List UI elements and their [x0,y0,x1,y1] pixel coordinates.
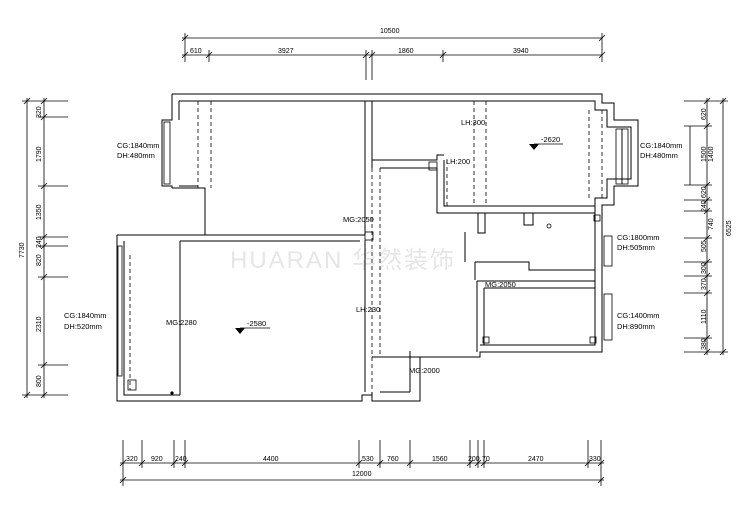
level-marker-icon [235,328,245,334]
window-5-dh: DH:890mm [617,322,655,331]
windows [117,121,629,377]
window-2-cg: CG:1840mm [640,141,683,150]
window-1-cg: CG:1840mm [117,141,160,150]
window-5-cg: CG:1400mm [617,311,660,320]
right-dim-9: 380 [701,338,708,350]
bottom-dim-1: 320 [126,456,138,463]
window-1-dh: DH:480mm [117,151,155,160]
bottom-dim-7: 1560 [432,456,448,463]
bottom-dim-5: 530 [362,456,374,463]
bottom-dim-8: 200 [468,456,480,463]
bottom-dim-3: 240 [175,456,187,463]
window-3-cg: CG:1800mm [617,233,660,242]
left-dim-7: 800 [36,375,43,387]
bottom-total-dim: 12000 [352,471,372,478]
beam-label-3: LH:230 [356,305,380,314]
left-dim-1: 320 [36,106,43,118]
beam-label-1: LH:300 [461,118,485,127]
right-inner-dim-1: 1400 [708,146,715,162]
right-dim-7: 370 [701,278,708,290]
bottom-dim-11: 330 [589,456,601,463]
top-total-dim: 10500 [380,28,400,35]
left-dim-2: 1790 [36,146,43,162]
window-4-dh: DH:520mm [64,322,102,331]
right-inner-dim-2: 740 [708,218,715,230]
door-label-1: MG:2050 [343,215,374,224]
top-dim-3: 1860 [398,48,414,55]
watermark: HUARAN 华然装饰 [230,247,456,274]
top-dim-1: 610 [190,48,202,55]
level-marker-icon [529,144,539,150]
level-living: -2580 [247,319,266,328]
top-dim-4: 3940 [513,48,529,55]
left-total-dim: 7730 [19,242,26,258]
top-dim-2: 3927 [278,48,294,55]
right-dim-6: 300 [701,262,708,274]
door-label-3: MG:2050 [485,280,516,289]
bottom-dim-6: 760 [387,456,399,463]
right-dim-1: 620 [701,108,708,120]
beam-label-2: LH:200 [446,157,470,166]
window-2-dh: DH:480mm [640,151,678,160]
bottom-dim-9: 70 [482,456,490,463]
bottom-dimension-chain [119,440,605,486]
left-dim-6: 2310 [36,316,43,332]
right-dim-2: 1500 [701,146,708,162]
bottom-dim-10: 2470 [528,456,544,463]
bottom-dim-2: 920 [151,456,163,463]
left-dim-4: 240 [36,236,43,248]
level-upper-right: -2620 [541,135,560,144]
right-total-dim: 6525 [726,220,733,236]
top-dimension-chain [181,33,606,80]
right-dim-3: 620 [701,186,708,198]
right-dimension-chain [684,97,728,356]
right-dim-8: 1110 [701,309,708,324]
window-3-dh: DH:505mm [617,243,655,252]
left-dim-5: 820 [36,254,43,266]
right-dim-5: 505 [701,240,708,252]
bottom-dim-4: 4400 [263,456,279,463]
beam-lines [129,101,603,395]
left-dimension-chain [22,97,68,399]
door-marks [127,161,601,395]
level-marks [235,143,563,334]
right-dim-4: 240 [701,200,708,212]
window-4-cg: CG:1840mm [64,311,107,320]
left-dim-3: 1350 [36,204,43,220]
door-label-4: MG:2000 [409,366,440,375]
door-label-2: MG:2280 [166,318,197,327]
